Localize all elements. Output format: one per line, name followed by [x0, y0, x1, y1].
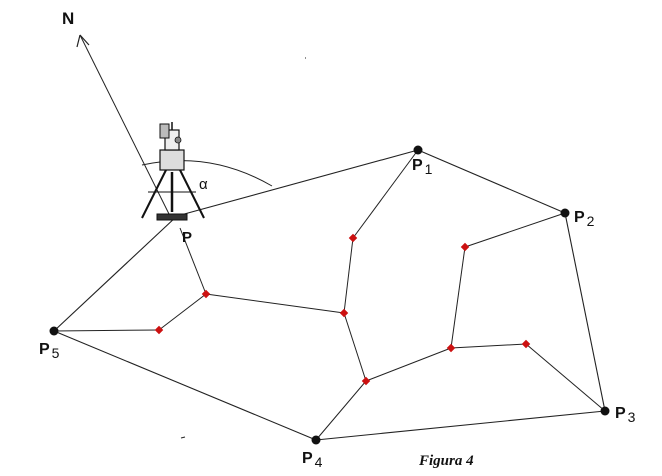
node-marker — [348, 233, 358, 243]
outer-polygon — [53, 149, 606, 441]
node-marker — [361, 376, 371, 386]
vertex-p2 — [560, 208, 570, 218]
node-marker — [339, 308, 349, 318]
total-station-tripod-icon — [141, 122, 205, 221]
north-label: N — [62, 9, 74, 28]
vertex-p1 — [413, 145, 423, 155]
angle-arc — [141, 160, 273, 187]
node-marker — [201, 289, 211, 299]
node-marker — [154, 325, 164, 335]
vertex-p5 — [49, 326, 59, 336]
vertices — [49, 145, 610, 445]
figure-caption: Figura 4 — [418, 453, 474, 469]
inner-nodes — [154, 233, 531, 386]
vertex-p3 — [600, 406, 610, 416]
node-marker — [521, 339, 531, 349]
station-label: P — [182, 229, 192, 246]
north-arrow-icon — [76, 34, 172, 219]
inner-network — [53, 149, 606, 441]
node-marker — [446, 343, 456, 353]
vertex-p4 — [311, 435, 321, 445]
angle-label: α — [199, 176, 208, 193]
node-marker — [460, 242, 470, 252]
stray-mark — [180, 436, 186, 439]
